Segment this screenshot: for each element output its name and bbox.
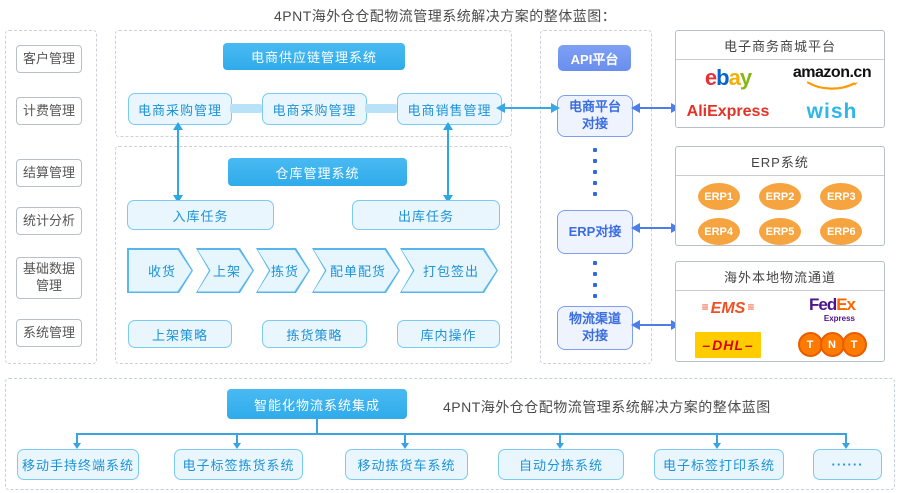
system-node-mobile-picking-cart: 移动拣货车系统 — [345, 449, 468, 480]
sidebar-item-statistics: 统计分析 — [16, 207, 82, 235]
api-platform-header: API平台 — [558, 45, 631, 71]
system-node-mobile-handheld: 移动手持终端系统 — [17, 449, 139, 480]
tree-arrow-down — [842, 435, 850, 449]
erp-node: ERP1 — [697, 183, 740, 210]
api-node-logistics-channel: 物流渠道对接 — [557, 306, 633, 350]
warehouse-header: 仓库管理系统 — [228, 158, 407, 186]
sidebar-panel — [5, 30, 97, 364]
dhl-logo: DHL — [695, 331, 761, 358]
sidebar-item-customer: 客户管理 — [16, 45, 82, 73]
process-step-order-allocation: 配单配货 — [312, 248, 400, 293]
node-ecommerce-sales: 电商销售管理 — [397, 93, 502, 125]
tree-line-vertical — [316, 419, 318, 434]
page-title: 4PNT海外仓仓配物流管理系统解决方案的整体蓝图： — [274, 8, 617, 24]
node-shelving-strategy: 上架策略 — [128, 320, 232, 348]
amazon-smile-icon — [806, 81, 858, 90]
tree-arrow-down — [556, 435, 564, 449]
sidebar-item-settlement: 结算管理 — [16, 159, 82, 187]
tree-arrow-down — [713, 435, 721, 449]
integration-caption: 4PNT海外仓仓配物流管理系统解决方案的整体蓝图 — [443, 399, 771, 415]
erp-node: ERP6 — [820, 218, 863, 245]
double-arrow-api-erp — [631, 223, 680, 233]
sidebar-item-system: 系统管理 — [16, 319, 82, 347]
double-arrow-api-mall — [631, 103, 680, 113]
integration-panel — [5, 378, 895, 490]
sidebar-item-base-data: 基础数据管理 — [16, 257, 82, 299]
ebay-logo: ebay — [704, 64, 752, 90]
dotted-link — [592, 148, 598, 196]
erp-node: ERP3 — [820, 183, 863, 210]
ecommerce-mall-panel: 电子商务商城平台 ebay amazon.cn AliExpress wish — [675, 30, 885, 128]
node-connector — [365, 104, 397, 113]
panel-title: 电子商务商城平台 — [676, 31, 884, 60]
amazon-logo: amazon.cn — [793, 65, 872, 90]
double-arrow-sales-api — [496, 103, 560, 113]
api-panel — [540, 30, 652, 364]
wish-logo: wish — [806, 99, 858, 123]
node-outbound-task: 出库任务 — [352, 200, 500, 230]
process-step-receiving: 收货 — [127, 248, 193, 293]
tree-arrow-down — [233, 435, 241, 449]
panel-title: 海外本地物流通道 — [676, 262, 884, 291]
double-arrow-vertical-inbound — [173, 122, 183, 203]
erp-node: ERP4 — [697, 218, 740, 245]
system-node-label-printing: 电子标签打印系统 — [654, 449, 784, 480]
process-step-picking: 拣货 — [256, 248, 310, 293]
ems-logo: EMS — [700, 300, 757, 318]
tree-arrow-down — [401, 435, 409, 449]
mall-logo-grid: ebay amazon.cn AliExpress wish — [676, 60, 884, 128]
erp-system-panel: ERP系统 ERP1 ERP2 ERP3 ERP4 ERP5 ERP6 — [675, 146, 885, 246]
erp-node: ERP5 — [758, 218, 801, 245]
supply-chain-panel — [115, 30, 512, 137]
chevron-shape — [314, 250, 399, 292]
supply-chain-header: 电商供应链管理系统 — [223, 43, 405, 70]
api-node-ecommerce-platform: 电商平台对接 — [557, 95, 633, 137]
system-node-pick-to-light: 电子标签拣货系统 — [174, 449, 303, 480]
logistics-logo-grid: EMS FedEx Express DHL TNT — [676, 291, 884, 362]
node-ecommerce-purchase-1: 电商采购管理 — [128, 93, 232, 125]
panel-title: ERP系统 — [676, 147, 884, 176]
aliexpress-logo: AliExpress — [686, 102, 770, 120]
node-picking-strategy: 拣货策略 — [262, 320, 367, 348]
node-warehouse-operations: 库内操作 — [397, 320, 500, 348]
fedex-logo: FedEx Express — [808, 294, 856, 323]
warehouse-panel — [115, 146, 512, 364]
chevron-shape — [129, 250, 192, 292]
process-step-pack-checkout: 打包签出 — [400, 248, 498, 293]
node-inbound-task: 入库任务 — [127, 200, 274, 230]
node-ecommerce-purchase-2: 电商采购管理 — [262, 93, 367, 125]
dotted-link — [592, 261, 598, 298]
tree-line-horizontal — [76, 433, 847, 435]
sidebar-item-billing: 计费管理 — [16, 97, 82, 125]
double-arrow-api-logistics — [631, 320, 680, 330]
chevron-shape — [402, 250, 497, 292]
node-connector — [230, 104, 262, 113]
integration-header: 智能化物流系统集成 — [227, 389, 407, 419]
erp-node: ERP2 — [758, 183, 801, 210]
system-node-auto-sorting: 自动分拣系统 — [498, 449, 624, 480]
erp-grid: ERP1 ERP2 ERP3 ERP4 ERP5 ERP6 — [676, 176, 884, 252]
logistics-channel-panel: 海外本地物流通道 EMS FedEx Express DHL TNT — [675, 261, 885, 362]
process-step-shelving: 上架 — [196, 248, 254, 293]
double-arrow-vertical-outbound — [443, 122, 453, 203]
system-node-more: ······ — [813, 449, 882, 480]
tree-arrow-down — [73, 435, 81, 449]
api-node-erp: ERP对接 — [557, 210, 633, 254]
